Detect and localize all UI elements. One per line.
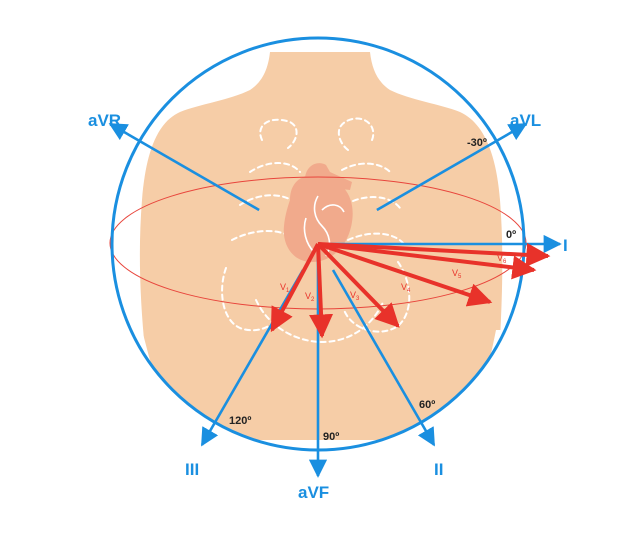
right-rib-arc-1	[341, 162, 393, 175]
v-label-1: V1	[280, 282, 290, 294]
precordial-arrow-v1	[270, 243, 320, 333]
v-label-3: V3	[350, 290, 360, 302]
precordial-arrow-v5	[317, 242, 537, 280]
lead-label-iii: III	[185, 460, 199, 479]
angle-label-60: 60º	[419, 399, 435, 411]
v-label-5: V5	[452, 268, 462, 280]
precordial-arrow-v6	[317, 242, 551, 267]
right-lower-lobe	[343, 261, 411, 333]
frontal-axis-iii	[200, 269, 305, 447]
left-rib-arc-1	[249, 162, 301, 173]
angle-labels: 0º -30º 60º 90º 120º	[229, 137, 516, 443]
left-upper-rib	[259, 118, 298, 149]
frontal-axis-avr	[108, 122, 260, 212]
angle-label-0: 0º	[506, 229, 516, 241]
precordial-arrow-v4	[317, 242, 493, 307]
precordial-arrow-v3	[316, 242, 400, 328]
precordial-lead-axes	[270, 242, 551, 339]
frontal-lead-labels: I II III aVR aVL aVF	[88, 111, 568, 502]
right-rib-arc-3	[347, 232, 405, 245]
frontal-axis-avl	[376, 122, 528, 212]
angle-label-90: 90º	[323, 431, 339, 443]
v-label-4: V4	[401, 282, 411, 294]
right-upper-rib	[337, 117, 375, 151]
v-label-2: V2	[305, 291, 315, 303]
lead-label-avr: aVR	[88, 111, 121, 130]
angle-label-minus-30: -30º	[467, 137, 487, 149]
lead-label-i: I	[563, 236, 568, 255]
heart	[283, 163, 353, 262]
precordial-arrow-v2	[309, 243, 334, 339]
right-rib-arc-2	[344, 196, 401, 209]
precordial-lead-labels: V1 V2 V3 V4 V5 V6	[280, 253, 507, 303]
frontal-axis-ii	[331, 269, 436, 447]
v-label-6: V6	[497, 253, 507, 265]
lead-label-ii: II	[434, 460, 443, 479]
angle-label-120: 120º	[229, 415, 251, 427]
heart-body	[283, 175, 353, 262]
lead-label-avl: aVL	[510, 111, 541, 130]
lead-label-avf: aVF	[298, 483, 329, 502]
